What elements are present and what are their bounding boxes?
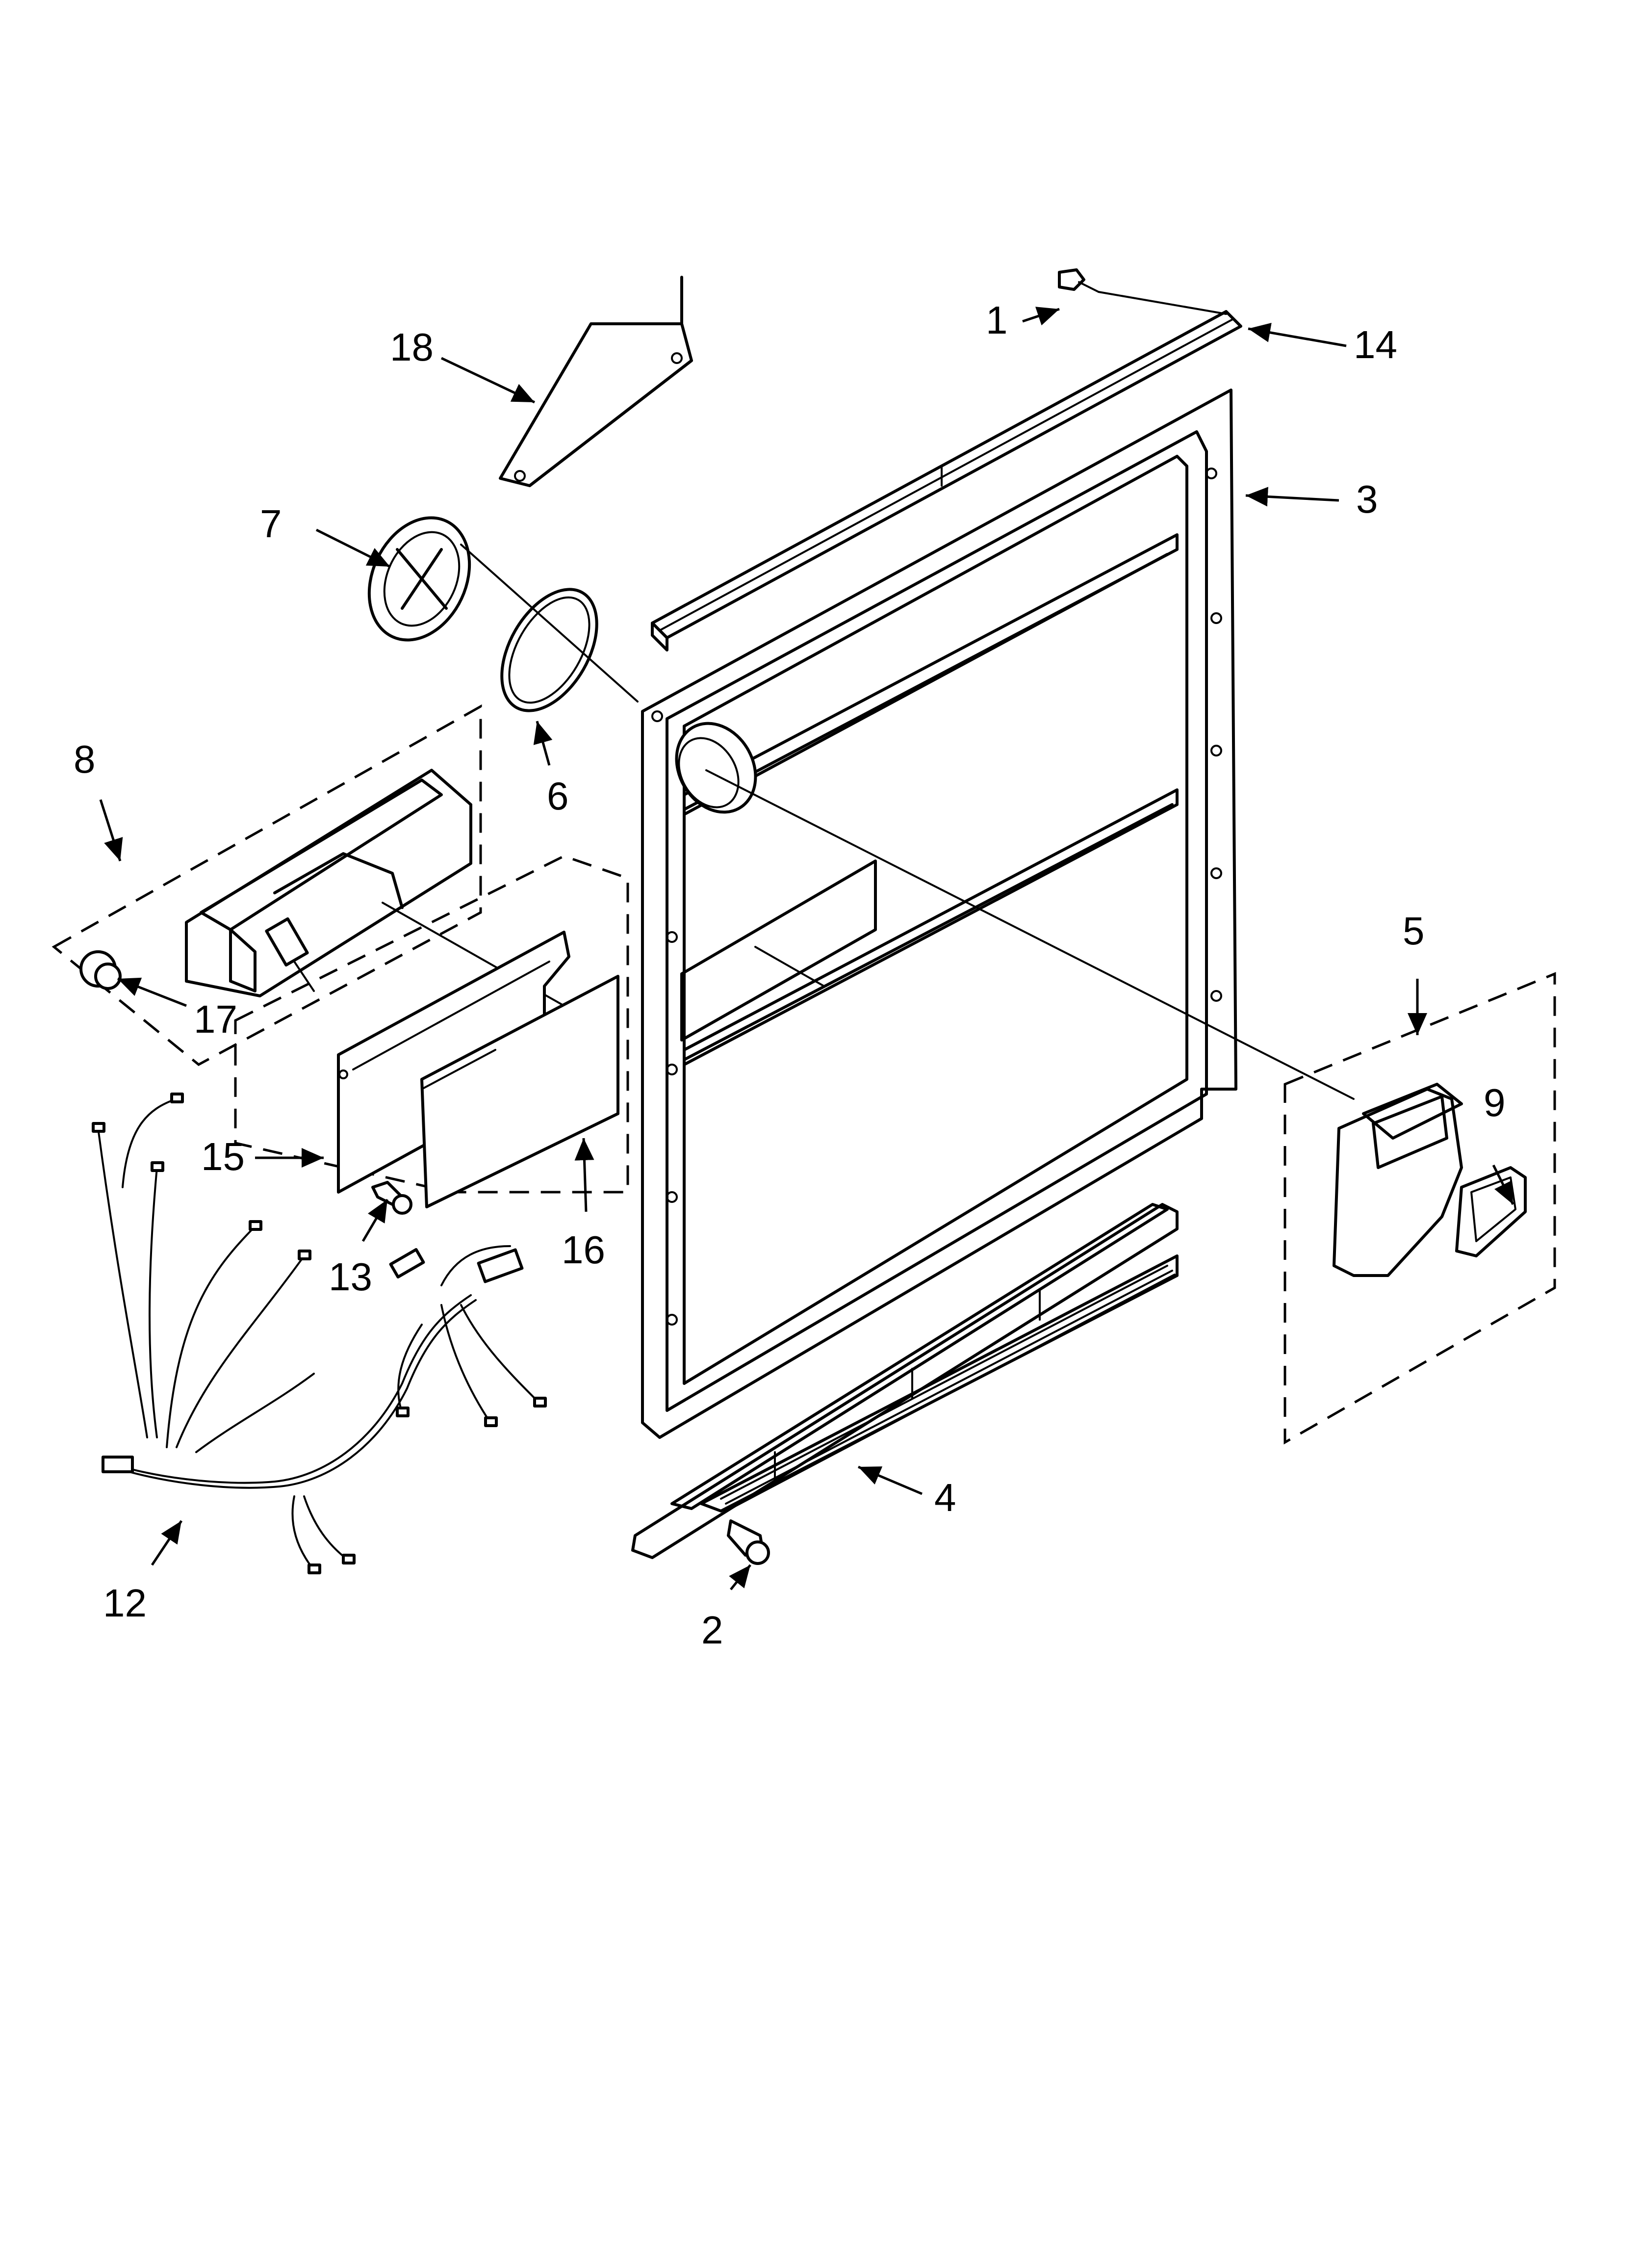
part-5-latch-assembly — [1283, 972, 1556, 1445]
part-1-screw — [1058, 268, 1227, 315]
part-3-inner-door — [641, 389, 1237, 1439]
part-8-dispenser — [51, 704, 565, 1066]
label-9: 9 — [1484, 1081, 1506, 1124]
part-12-wire-harness — [92, 1093, 547, 1574]
label-2: 2 — [701, 1608, 723, 1652]
label-14: 14 — [1354, 323, 1397, 366]
label-18: 18 — [390, 325, 434, 369]
part-14-top-trim — [651, 310, 1242, 652]
part-16-board-cover — [420, 975, 619, 1208]
label-17: 17 — [194, 997, 237, 1041]
label-6: 6 — [547, 774, 569, 818]
label-5: 5 — [1403, 909, 1425, 953]
label-1: 1 — [986, 298, 1008, 342]
callout-arrows — [99, 307, 1514, 1590]
part-2-screw — [727, 1519, 770, 1565]
part-6-gasket — [500, 588, 598, 712]
label-16: 16 — [562, 1228, 605, 1272]
label-7: 7 — [260, 502, 282, 546]
label-3: 3 — [1356, 477, 1378, 521]
control-assembly-dashed-box — [234, 855, 629, 1194]
leader-lines — [705, 769, 1355, 1100]
label-8: 8 — [74, 737, 96, 781]
part-17-knob — [79, 950, 122, 990]
part-9-gasket — [1455, 1166, 1527, 1257]
label-15: 15 — [201, 1135, 245, 1178]
label-4: 4 — [934, 1476, 956, 1519]
label-12: 12 — [103, 1581, 147, 1625]
part-18-bracket — [499, 276, 693, 487]
part-13-screw — [371, 1181, 412, 1215]
callout-labels: 18 7 6 8 17 15 13 16 12 1 14 3 5 9 4 2 — [74, 298, 1506, 1652]
part-7-vent-cap — [367, 516, 639, 703]
label-13: 13 — [329, 1255, 372, 1299]
part-4-bottom-trim — [631, 1203, 1179, 1559]
